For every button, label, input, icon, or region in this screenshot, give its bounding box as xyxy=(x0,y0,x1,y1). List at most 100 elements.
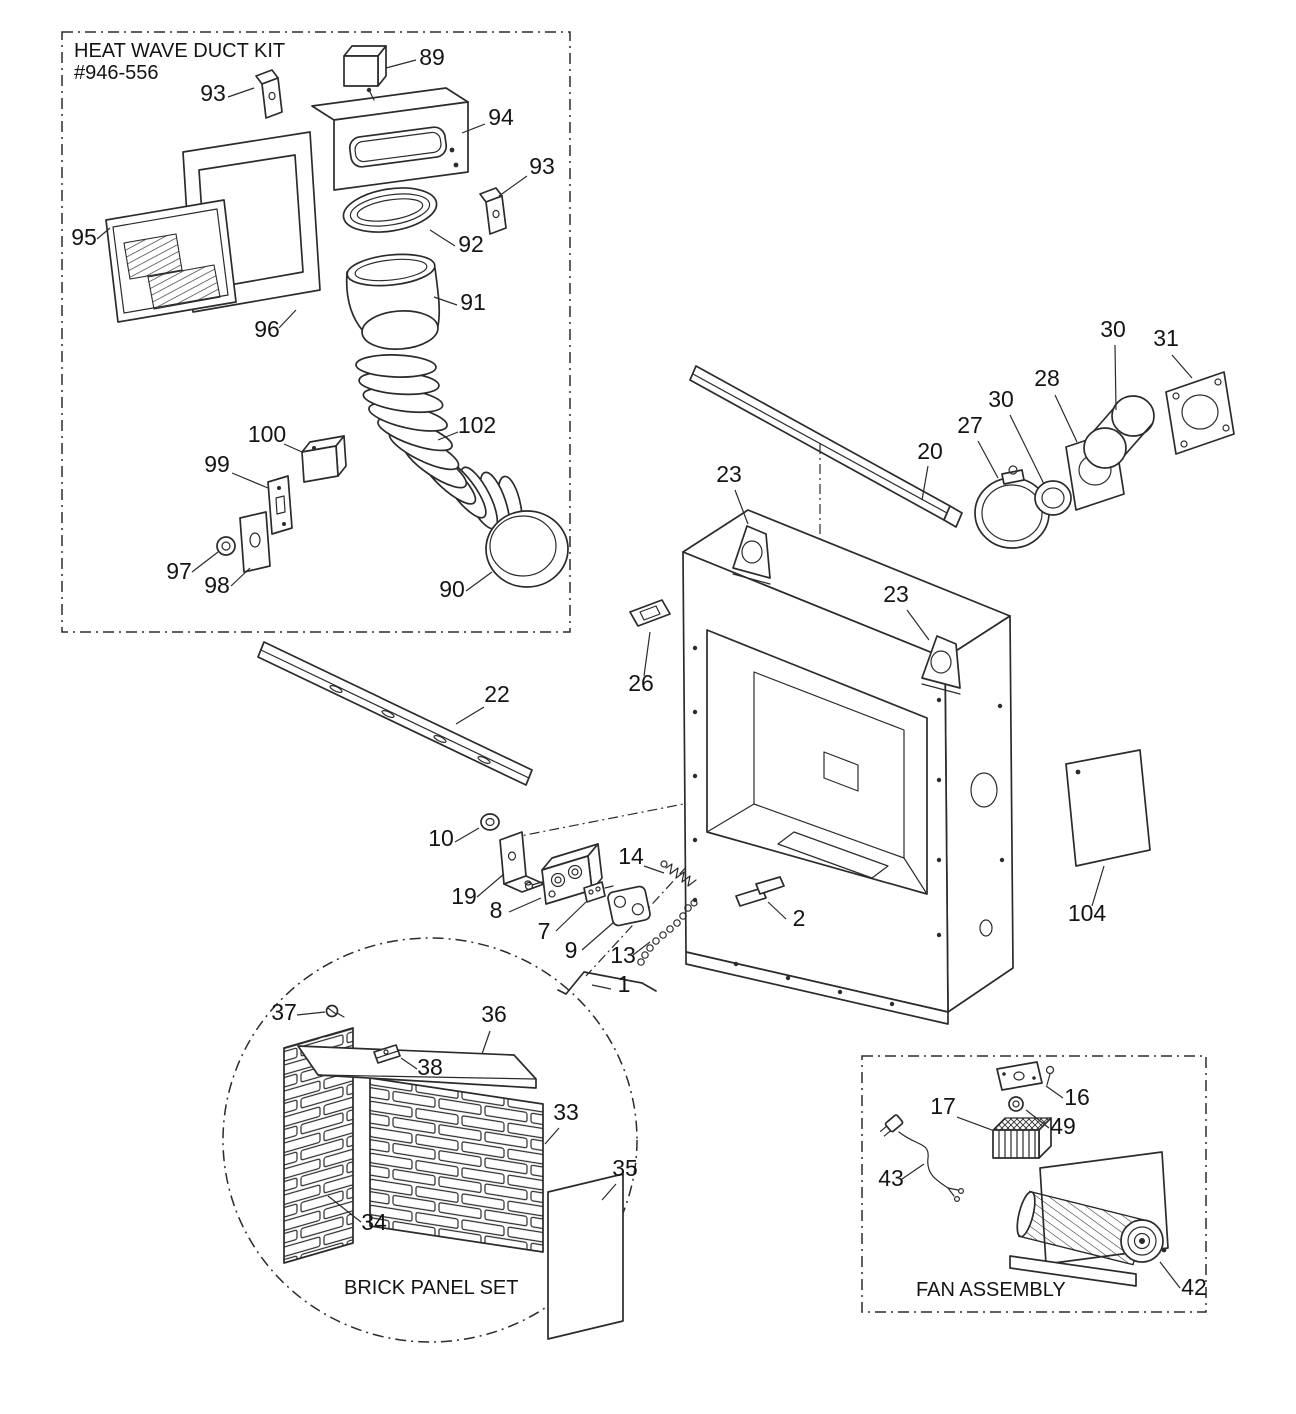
part-92-oval-collar xyxy=(342,187,438,233)
leader-104 xyxy=(1091,865,1105,907)
brick-panel-section: BRICK PANEL SET xyxy=(222,937,638,1343)
brick-panel-boundary xyxy=(222,937,638,1343)
part-17-snap-disc xyxy=(991,1117,1053,1159)
part-label-36: 36 xyxy=(481,1001,507,1027)
leader-28 xyxy=(1054,394,1078,443)
leader-36 xyxy=(481,1030,491,1055)
centerline-valve xyxy=(509,799,705,839)
part-33-rear-brick-panel xyxy=(369,1077,544,1253)
leader-30-collar xyxy=(1114,344,1117,411)
part-22-trim-strip xyxy=(257,641,533,786)
leader-2 xyxy=(767,901,787,920)
firebox-back-port xyxy=(823,751,859,792)
part-label-93-top: 93 xyxy=(200,80,226,106)
part-label-35: 35 xyxy=(612,1155,638,1181)
part-label-33: 33 xyxy=(553,1099,579,1125)
part-10-bushing xyxy=(480,813,500,831)
part-37-screw xyxy=(325,1004,345,1018)
part-label-10: 10 xyxy=(428,825,454,851)
leader-23-right xyxy=(906,609,930,641)
part-label-1: 1 xyxy=(618,971,631,997)
leader-26 xyxy=(643,631,651,677)
firebox-base xyxy=(685,951,949,1025)
leader-96 xyxy=(278,309,297,329)
part-98-switch-plate xyxy=(239,511,271,573)
part-label-102: 102 xyxy=(458,412,496,438)
part-16-mounting-plate xyxy=(996,1061,1055,1091)
leader-31 xyxy=(1171,354,1193,379)
part-label-26: 26 xyxy=(628,670,654,696)
firebox-screw-holes xyxy=(692,645,1005,1007)
part-26-cover-plate xyxy=(629,599,671,627)
fan-assembly-section: FAN ASSEMBLY xyxy=(861,1055,1207,1313)
leader-93-right xyxy=(498,175,528,197)
leader-17 xyxy=(956,1116,993,1131)
leader-7 xyxy=(555,901,587,932)
fan-assembly-title: FAN ASSEMBLY xyxy=(916,1279,1066,1301)
leader-13 xyxy=(632,941,651,956)
part-label-94: 94 xyxy=(488,104,514,130)
part-label-98: 98 xyxy=(204,572,230,598)
part-label-19: 19 xyxy=(451,883,477,909)
part-30-collar-cylinder xyxy=(1083,395,1155,469)
part-95-louvered-grille xyxy=(105,199,237,323)
part-36-top-panel xyxy=(297,1045,537,1089)
part-label-31: 31 xyxy=(1153,325,1179,351)
part-label-14: 14 xyxy=(618,843,644,869)
blower-base xyxy=(1009,1255,1137,1287)
firebox-side-hole xyxy=(970,772,998,808)
part-label-13: 13 xyxy=(610,942,636,968)
leader-100 xyxy=(283,443,303,453)
part-label-100: 100 xyxy=(248,421,286,447)
part-label-23-left: 23 xyxy=(716,461,742,487)
part-label-93-right: 93 xyxy=(529,153,555,179)
part-23-bracket-right xyxy=(921,635,961,695)
part-label-97: 97 xyxy=(166,558,192,584)
part-label-30-ring: 30 xyxy=(988,386,1014,412)
leader-33 xyxy=(544,1127,560,1145)
part-2-clip xyxy=(735,876,785,907)
part-label-43: 43 xyxy=(878,1165,904,1191)
part-label-96: 96 xyxy=(254,316,280,342)
part-90-round-collar xyxy=(485,510,569,588)
part-30-gasket-ring xyxy=(1034,480,1072,516)
leader-19 xyxy=(476,873,505,898)
part-102-flex-duct xyxy=(355,354,524,541)
leader-92 xyxy=(429,229,456,247)
leader-89 xyxy=(385,59,417,69)
duct-kit-title: HEAT WAVE DUCT KIT xyxy=(74,40,285,62)
part-label-28: 28 xyxy=(1034,365,1060,391)
part-label-2: 2 xyxy=(793,905,806,931)
part-label-22: 22 xyxy=(484,681,510,707)
fan-assembly-boundary xyxy=(861,1055,1207,1313)
part-91-transition-duct xyxy=(345,253,441,350)
part-49-grommet xyxy=(1008,1096,1024,1112)
leader-38 xyxy=(400,1057,418,1070)
leader-27 xyxy=(977,440,999,479)
part-100-limit-switch-box xyxy=(301,435,347,483)
part-89-junction-box xyxy=(343,45,387,101)
part-19-valve-bracket xyxy=(499,831,545,893)
leader-30-ring xyxy=(1009,414,1045,485)
leader-42 xyxy=(1159,1261,1181,1289)
leader-102 xyxy=(437,431,459,441)
part-label-90: 90 xyxy=(439,576,465,602)
part-label-38: 38 xyxy=(417,1054,443,1080)
part-7-pilot-fitting xyxy=(583,881,614,903)
part-31-flange xyxy=(1165,371,1235,455)
part-label-17: 17 xyxy=(930,1093,956,1119)
leader-49 xyxy=(1025,1109,1050,1129)
part-label-8: 8 xyxy=(490,897,503,923)
duct-kit-boundary xyxy=(61,31,571,633)
part-8-gas-valve xyxy=(524,843,603,905)
leader-8 xyxy=(508,897,542,913)
leader-95 xyxy=(96,227,111,240)
leader-97 xyxy=(191,551,219,573)
part-34-left-brick-panel xyxy=(283,1027,354,1264)
part-label-99: 99 xyxy=(204,451,230,477)
part-42-blower xyxy=(1009,1151,1169,1287)
part-1-damper-rod xyxy=(557,971,657,995)
